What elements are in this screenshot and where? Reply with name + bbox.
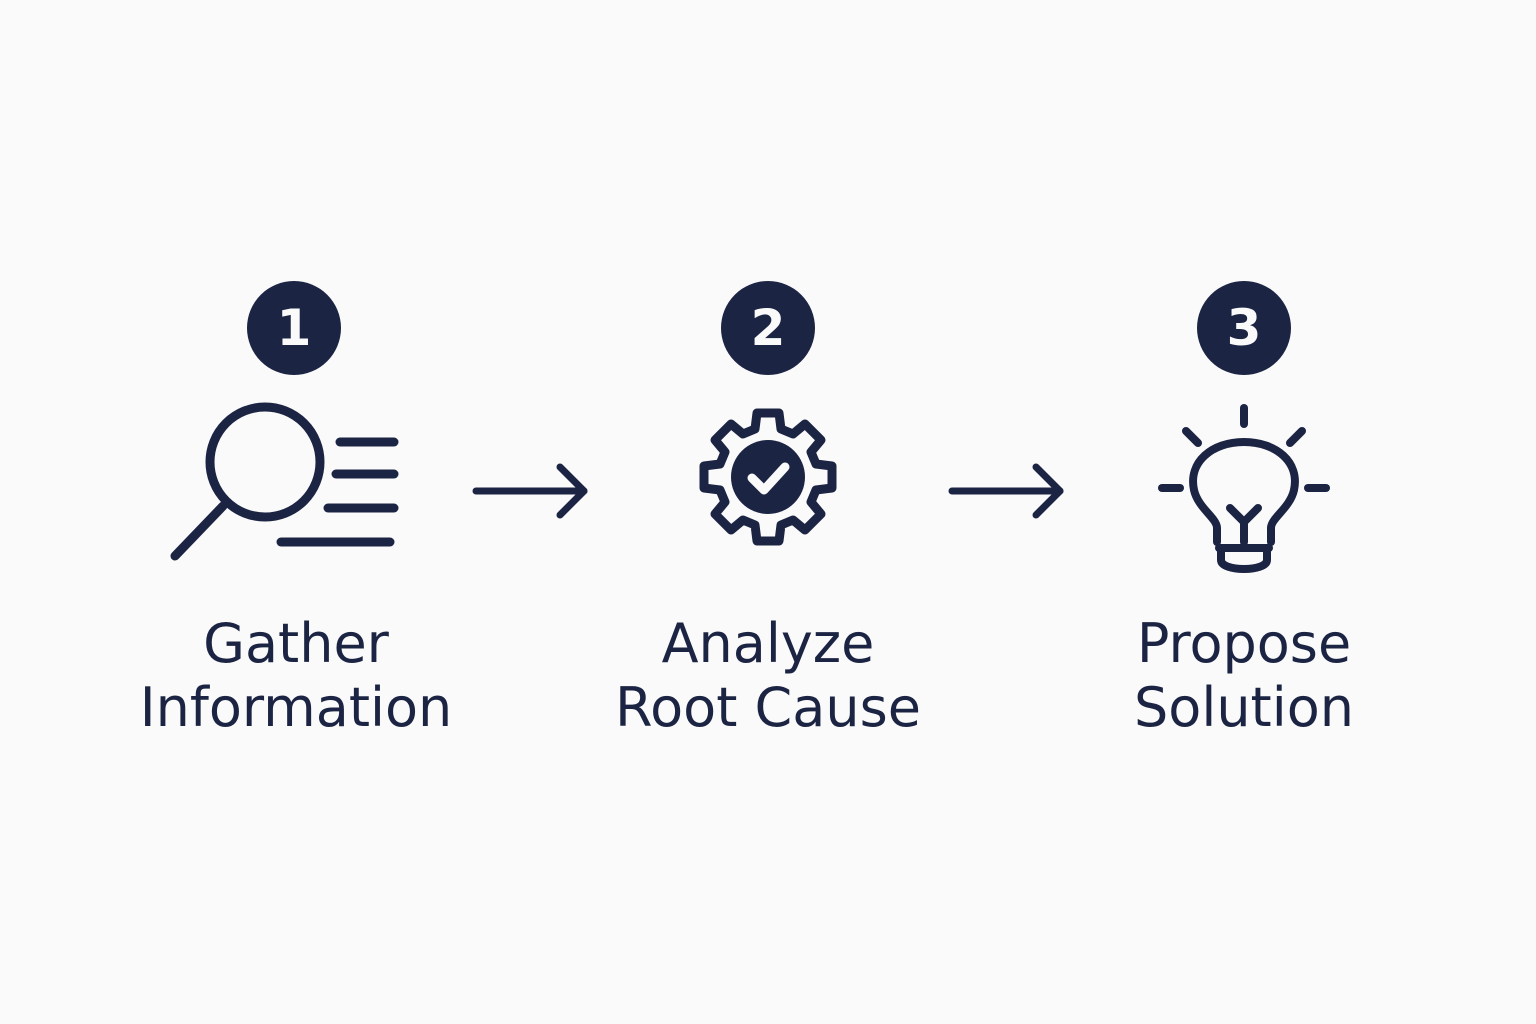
- step-1-label-line-1: Gather: [203, 612, 389, 675]
- step-2-label-line-1: Analyze: [661, 612, 875, 675]
- step-2-label: Analyze Root Cause: [568, 612, 968, 740]
- step-1-badge: 1: [247, 281, 341, 375]
- arrow-right-icon: [948, 461, 1068, 521]
- step-1-label: Gather Information: [96, 612, 496, 740]
- step-3-label-line-2: Solution: [1134, 676, 1354, 739]
- gear-check-icon: [648, 395, 888, 585]
- lightbulb-icon: [1124, 400, 1364, 590]
- step-3-badge: 3: [1197, 281, 1291, 375]
- step-1-label-line-2: Information: [139, 676, 453, 739]
- step-2-label-line-2: Root Cause: [615, 676, 921, 739]
- step-3-label-line-1: Propose: [1136, 612, 1352, 675]
- step-2-badge: 2: [721, 281, 815, 375]
- arrow-right-icon: [472, 461, 592, 521]
- magnifier-list-icon: [168, 400, 408, 590]
- step-3-label: Propose Solution: [1044, 612, 1444, 740]
